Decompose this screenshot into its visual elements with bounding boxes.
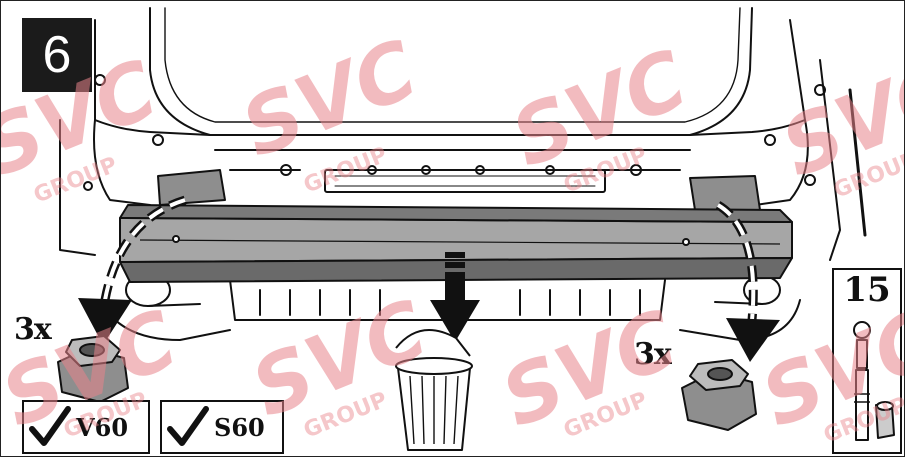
torque-wrench-icon (853, 321, 895, 441)
plate-bracket (324, 169, 606, 193)
quantity-left-label: 3x (14, 312, 52, 347)
right-nut (681, 359, 757, 431)
tailgate-opening (149, 7, 753, 136)
left-body-panel (93, 19, 151, 206)
torque-value: 15 (843, 270, 891, 310)
right-arrow-head (726, 318, 780, 362)
model-checkbox-s60: S60 (160, 400, 284, 454)
trash-bin (395, 329, 473, 451)
step-number: 6 (42, 26, 72, 84)
torque-panel: 15 (832, 268, 902, 454)
left-nut (57, 335, 129, 403)
center-arrow (430, 252, 480, 342)
left-arrow-head (78, 298, 132, 345)
quantity-right-label: 3x (634, 337, 672, 372)
right-body-panel (754, 19, 809, 206)
checkmark-icon (29, 406, 71, 446)
step-number-box: 6 (22, 18, 92, 92)
model-label-s60: S60 (214, 412, 265, 442)
model-checkbox-v60: V60 (22, 400, 150, 454)
checkmark-icon (167, 406, 209, 446)
model-label-v60: V60 (76, 412, 129, 442)
crash-bar (119, 169, 793, 283)
